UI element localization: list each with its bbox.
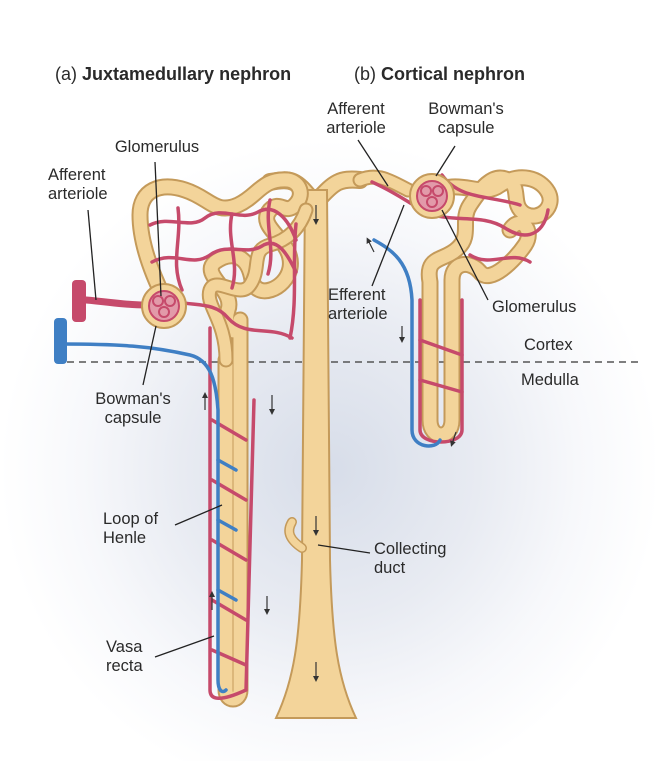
juxtamedullary-nephron [54,171,314,708]
leader-loop-henle [174,504,223,526]
label-vasa-line2: recta [106,657,143,675]
label-glomerulus-a: Glomerulus [97,138,217,157]
leader-afferent-a [87,209,97,301]
label-bowmans-a-line2: capsule [104,409,162,427]
title-a-name: Juxtamedullary nephron [82,64,292,84]
label-glomerulus-b: Glomerulus [492,298,576,317]
label-vasa-line1: Vasa [106,638,143,656]
label-glomerulus-a-text: Glomerulus [114,138,200,156]
label-collecting-line2: duct [374,559,406,577]
leader-collecting-duct [317,544,371,554]
label-bowmans-a: Bowman's capsule [78,390,188,428]
label-afferent-b-line2: arteriole [326,119,386,137]
label-collecting-duct: Collecting duct [374,540,446,578]
label-collecting-line1: Collecting [374,540,447,558]
label-afferent-a-line2: arteriole [48,185,108,203]
label-afferent-b-line1: Afferent [327,100,385,118]
title-juxtamedullary: (a) Juxtamedullary nephron [55,64,291,85]
title-b-name: Cortical nephron [381,64,526,84]
label-cortex-text: Cortex [524,336,573,354]
label-efferent-b-line1: Efferent [328,286,386,304]
label-vasa-recta: Vasa recta [106,638,143,676]
label-efferent-b: Efferent arteriole [328,286,388,324]
leader-glomerulus-b [441,209,489,301]
label-medulla: Medulla [521,371,579,390]
title-cortical: (b) Cortical nephron [354,64,525,85]
label-efferent-b-line2: arteriole [328,305,388,323]
leader-bowmans-a [142,325,157,386]
label-cortex: Cortex [524,336,573,355]
label-afferent-a-line1: Afferent [48,166,106,184]
leader-afferent-b [357,139,389,187]
label-bowmans-b: Bowman's capsule [420,100,512,138]
leader-vasa-recta [154,635,215,658]
label-loop-of-henle: Loop of Henle [103,510,158,548]
label-loop-line2: Henle [103,529,147,547]
label-afferent-a: Afferent arteriole [48,166,108,204]
label-afferent-b: Afferent arteriole [314,100,398,138]
label-glomerulus-b-text: Glomerulus [492,298,577,316]
label-medulla-text: Medulla [521,371,579,389]
leader-efferent-b [371,204,405,287]
title-a-prefix: (a) [55,64,77,84]
label-bowmans-b-line1: Bowman's [428,100,504,118]
label-bowmans-b-line2: capsule [437,119,495,137]
label-loop-line1: Loop of [103,510,159,528]
cortical-nephron [352,169,559,448]
leader-bowmans-b [435,145,456,177]
leader-glomerulus-a [154,161,162,297]
title-b-prefix: (b) [354,64,376,84]
label-bowmans-a-line1: Bowman's [95,390,171,408]
